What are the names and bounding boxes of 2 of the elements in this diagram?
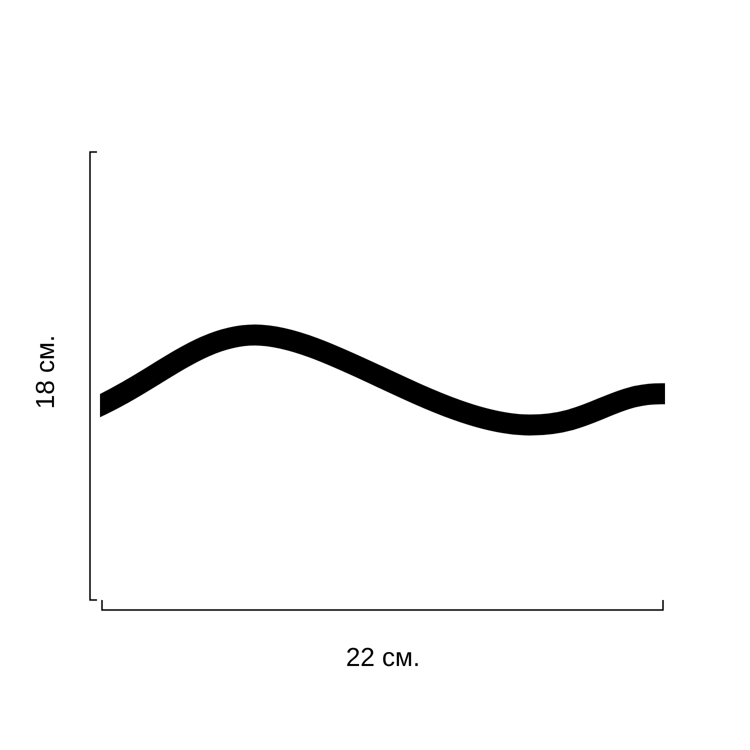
dimension-label: 18 см. (36, 337, 54, 408)
dimension-label: 22 см. (347, 648, 418, 666)
